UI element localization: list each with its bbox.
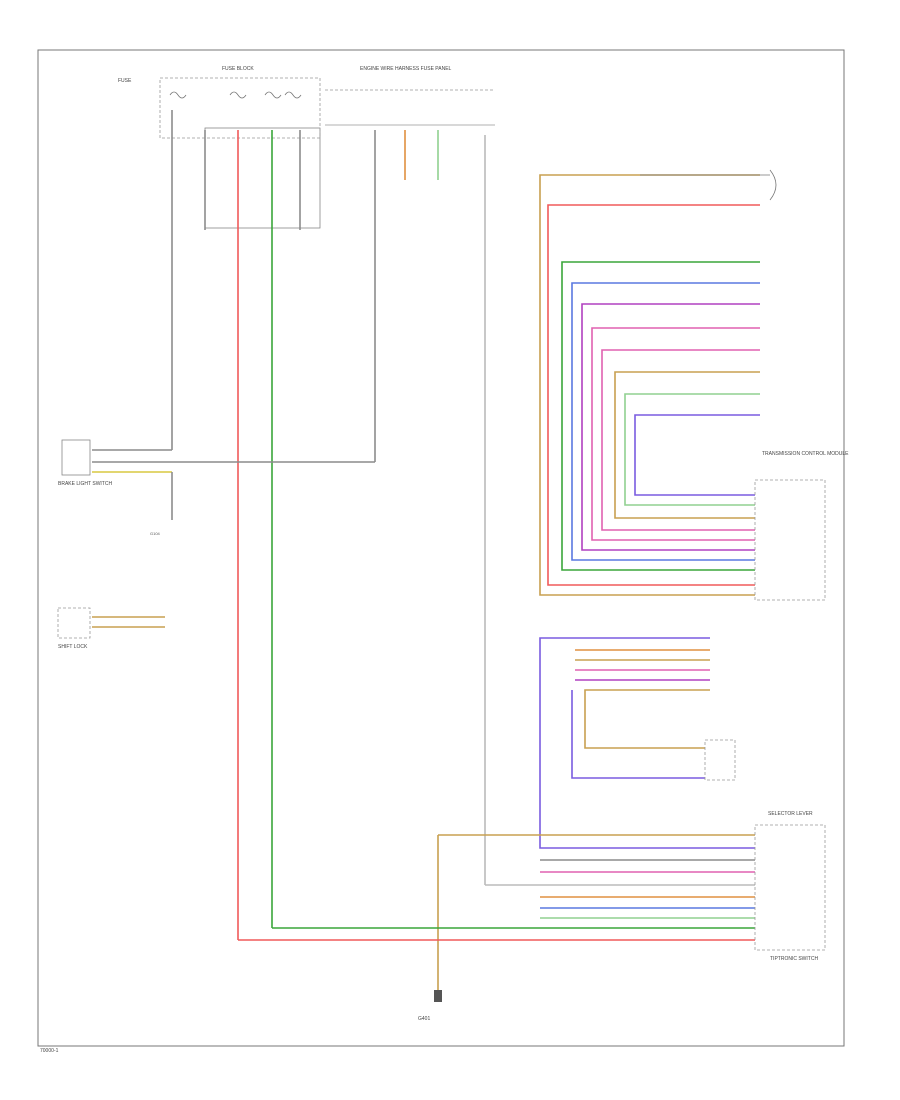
page-id: 70000-1 [40, 1048, 59, 1054]
fuse-label-left: FUSE [118, 78, 132, 84]
selector-label: SELECTOR LEVER [768, 811, 813, 817]
fuse-block-label: FUSE BLOCK [222, 66, 254, 72]
sensor-top-right [640, 169, 777, 201]
feed-wires [171, 110, 486, 940]
brake-switch-label: BRAKE LIGHT SWITCH [58, 481, 112, 487]
tiptronic-bundle: SELECTOR LEVER TIPTRONIC SWITCH [238, 811, 826, 1000]
ground-bottom: G401 [418, 990, 442, 1022]
diagram-frame [37, 49, 845, 1047]
shift-lock: SHIFT LOCK [57, 607, 165, 650]
brake-light-switch: BRAKE LIGHT SWITCH G104 [58, 439, 375, 536]
ground-bottom-label: G401 [418, 1016, 430, 1022]
tcm-harness: TRANSMISSION CONTROL MODULE [539, 174, 849, 601]
selector-module [539, 637, 755, 849]
fuse-block-area: FUSE FUSE BLOCK ENGINE WIRE HARNESS FUSE… [118, 66, 495, 229]
fuse-symbols [169, 91, 302, 99]
relay-panel-label: ENGINE WIRE HARNESS FUSE PANEL [360, 66, 452, 72]
shift-lock-label: SHIFT LOCK [58, 644, 88, 650]
tiptronic-label: TIPTRONIC SWITCH [770, 956, 818, 962]
ground-left-label: G104 [150, 531, 161, 536]
tcm-label: TRANSMISSION CONTROL MODULE [762, 451, 849, 457]
